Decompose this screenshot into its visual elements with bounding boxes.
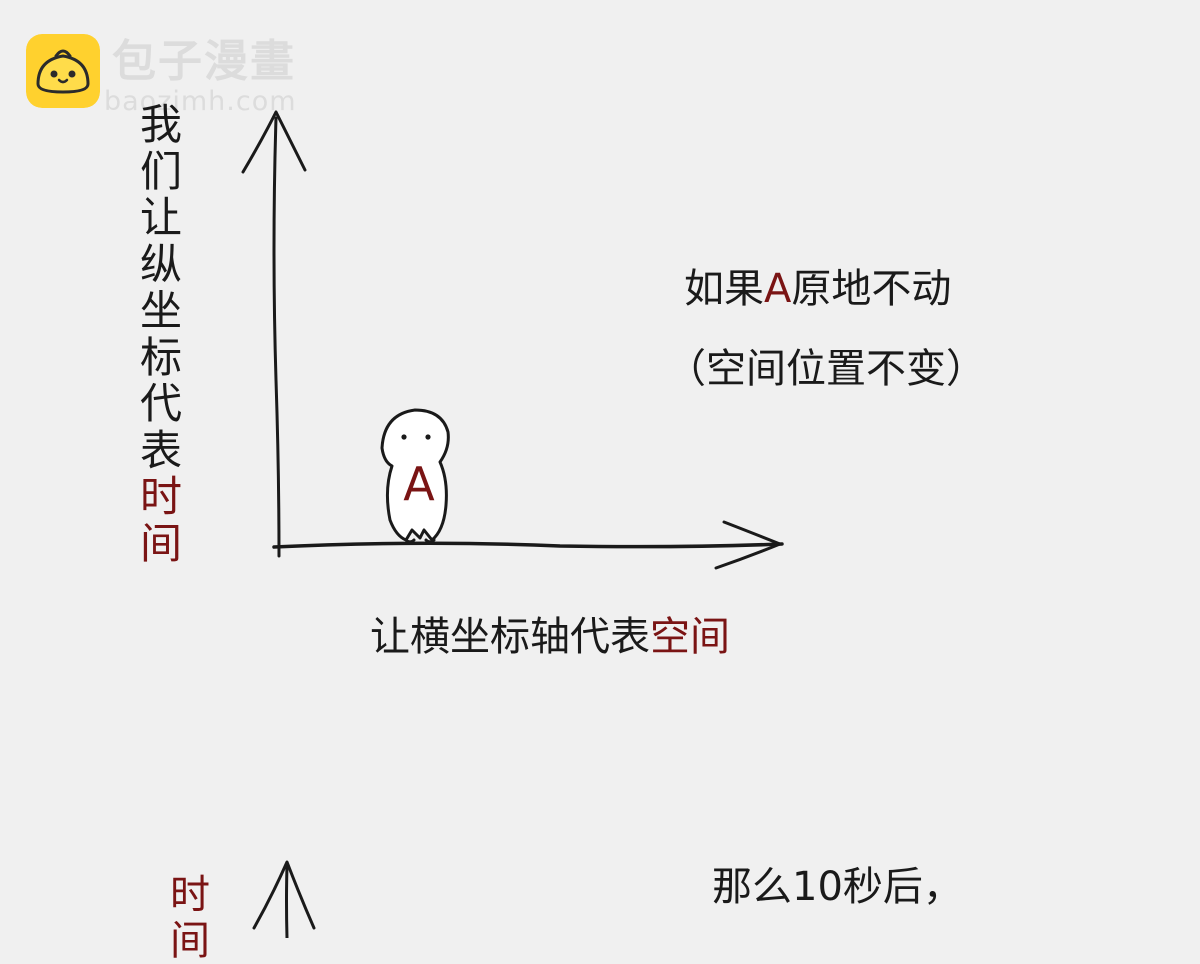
condition-note: （空间位置不变） xyxy=(666,346,986,392)
condition-text: 如果A原地不动 xyxy=(684,256,951,314)
horizontal-axis-label-prefix: 让横坐标轴代表 xyxy=(370,614,650,660)
vertical-axis-label-highlight: 时间 xyxy=(139,472,182,568)
watermark-domain: baozimh.com xyxy=(104,86,297,117)
condition-prefix: 如果 xyxy=(684,266,764,312)
vertical-axis-label-prefix: 我们让纵坐标代表 xyxy=(139,100,182,475)
bun-icon xyxy=(26,34,100,108)
character-letter: A xyxy=(403,457,435,511)
vertical-axis xyxy=(241,110,307,558)
panel2-vertical-axis xyxy=(252,860,316,938)
panel2-then-text: 那么10秒后， xyxy=(712,864,963,910)
character-eye xyxy=(401,434,407,440)
vertical-axis-label: 我们让纵坐标代表时间 xyxy=(136,100,186,568)
character-eye xyxy=(425,434,431,440)
horizontal-axis-label-highlight: 空间 xyxy=(650,614,730,660)
character-a: A xyxy=(380,408,450,544)
condition-highlight: A xyxy=(764,266,792,312)
panel1-drawing: A xyxy=(241,110,784,938)
panel2-vertical-axis-label: 时间 xyxy=(170,872,210,964)
watermark-brand-name: 包子漫畫 xyxy=(112,36,296,87)
horizontal-axis-label: 让横坐标轴代表空间 xyxy=(370,604,730,662)
horizontal-axis xyxy=(272,520,784,570)
condition-suffix: 原地不动 xyxy=(791,266,952,312)
